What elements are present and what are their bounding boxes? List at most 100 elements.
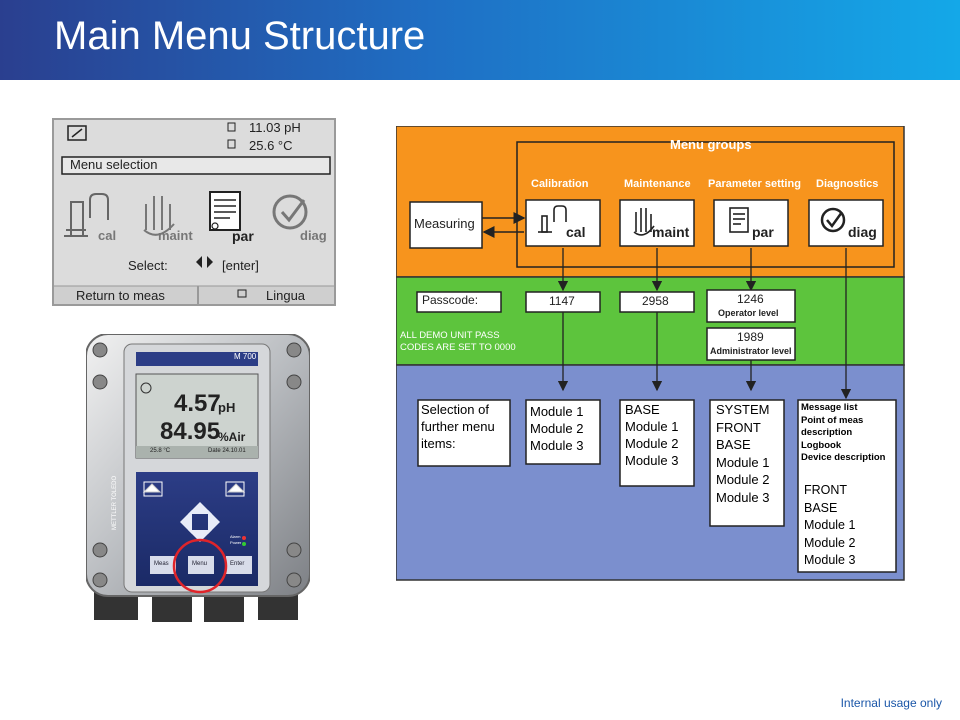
code-maint: 2958 (642, 294, 669, 308)
passcode-label-box (416, 291, 502, 313)
list-item: SYSTEM (716, 402, 770, 417)
maint-icon-label[interactable]: maint (158, 228, 193, 243)
cal-group-box (525, 199, 601, 247)
select-label: Select: (128, 258, 168, 273)
device-reading-2: 84.95 (160, 418, 221, 445)
alarm-led (242, 536, 246, 540)
maint-items-list: BASE Module 1 Module 2 Module 3 (625, 401, 678, 469)
alarm-label: Alarm (230, 534, 241, 539)
menu-flow-diagram: Menu groups Calibration Maintenance Para… (396, 126, 906, 582)
diag-icon-label[interactable]: diag (300, 228, 327, 243)
device-brand: METTLER TOLEDO (112, 475, 118, 530)
list-item: Point of meas (801, 414, 864, 426)
par-items-box (709, 399, 785, 527)
arrow-left-icon (196, 256, 202, 268)
flag-icon (237, 289, 247, 298)
lcd-menu-screenshot: 11.03 pH 25.6 °C Menu selection cal main… (52, 118, 336, 306)
document-icon (209, 191, 241, 231)
list-item: description (801, 427, 853, 438)
diag-items-large-list: FRONT BASE Module 1 Module 2 Module 3 (804, 482, 855, 570)
menu-selection-bar (61, 156, 331, 175)
meas-button[interactable]: Meas (154, 561, 169, 567)
smiley-icon (140, 382, 152, 394)
device-graphic (85, 333, 311, 622)
sensor-icon (227, 122, 236, 132)
highlight-circle (172, 538, 228, 594)
maint-group-box (619, 199, 695, 247)
title-bar (0, 0, 960, 80)
cal-items-box (525, 399, 601, 465)
group-maintenance-label: Maintenance (624, 178, 691, 190)
arrow-right-icon (207, 256, 213, 268)
diag-icon-text: diag (848, 224, 877, 240)
par-icon-label[interactable]: par (232, 228, 254, 244)
enter-button[interactable]: Enter (230, 561, 245, 567)
list-item: Module 3 (716, 489, 770, 505)
passcode-label: Passcode: (422, 293, 479, 307)
power-led (242, 542, 246, 546)
menu-groups-frame (516, 141, 895, 268)
return-to-meas-button[interactable]: Return to meas (76, 288, 165, 303)
code-admin: 1989 (737, 330, 764, 344)
list-item: Module 2 (625, 436, 679, 451)
diag-group-box (808, 199, 884, 247)
demo-note-line1: ALL DEMO UNIT PASS (400, 330, 500, 341)
list-item: Module 3 (804, 553, 856, 567)
code-operator-box (706, 289, 796, 323)
list-item: Module 1 (625, 419, 679, 434)
device-status-right: Date 24.10.01 (208, 448, 246, 454)
device-unit-2: %Air (218, 430, 246, 444)
device-unit-1: pH (218, 400, 236, 415)
hand-icon (143, 196, 175, 236)
maint-items-box (619, 399, 695, 487)
code-operator: 1246 (737, 292, 764, 306)
list-item: Module 2 (804, 535, 856, 550)
menu-groups-label: Menu groups (670, 137, 752, 152)
lcd-temp-value: 25.6 °C (249, 138, 293, 153)
sensor-icon (227, 139, 236, 149)
list-item: FRONT (716, 419, 761, 435)
footer-note: Internal usage only (840, 696, 942, 710)
cal-items-list: Module 1 Module 2 Module 3 (530, 403, 583, 454)
list-item: FRONT (804, 483, 848, 497)
group-diagnostics-label: Diagnostics (816, 178, 879, 190)
code-cal: 1147 (549, 294, 575, 308)
list-item: Module 2 (716, 472, 770, 487)
par-icon-text: par (752, 224, 774, 240)
cal-icon-label[interactable]: cal (98, 228, 117, 243)
device-photo: M 700 4.57 pH 84.95 %Air 25.8 °C Date 24… (85, 333, 311, 624)
list-item: BASE (625, 402, 660, 417)
group-calibration-label: Calibration (531, 178, 589, 190)
lingua-button[interactable]: Lingua (266, 288, 306, 303)
menu-button[interactable]: Menu (192, 561, 208, 567)
maint-icon-text: maint (652, 224, 690, 240)
code-admin-box (706, 327, 796, 361)
lcd-graphics (54, 122, 334, 304)
slide-title: Main Menu Structure (54, 14, 426, 58)
device-status-left: 25.8 °C (150, 448, 171, 454)
device-model: M 700 (234, 352, 257, 361)
list-item: Module 1 (716, 454, 770, 470)
demo-note-line2: CODES ARE SET TO 0000 (400, 342, 516, 353)
list-item: Module 3 (530, 438, 584, 453)
menu-selection-label: Menu selection (70, 157, 158, 172)
power-label: Power (230, 540, 242, 545)
list-item: BASE (716, 437, 751, 452)
par-items-list: SYSTEM FRONT BASE Module 1 Module 2 Modu… (716, 401, 769, 506)
device-reading-1: 4.57 (174, 390, 221, 417)
list-item: Message list (801, 402, 858, 413)
calibration-icon (64, 193, 109, 237)
further-line: items: (421, 436, 456, 451)
further-items-text: Selection of further menu items: (421, 401, 495, 452)
further-line: further menu (421, 419, 495, 434)
cal-icon-text: cal (566, 224, 586, 240)
par-group-box (713, 199, 789, 247)
list-item: Module 1 (530, 404, 584, 419)
measuring-box (409, 201, 483, 249)
operator-level-label: Operator level (718, 308, 779, 318)
lcd-ph-value: 11.03 pH (249, 120, 301, 135)
list-item: Module 2 (530, 421, 584, 436)
list-item: Module 3 (625, 453, 679, 468)
enter-label: [enter] (222, 258, 259, 273)
further-line: Selection of (421, 402, 489, 417)
